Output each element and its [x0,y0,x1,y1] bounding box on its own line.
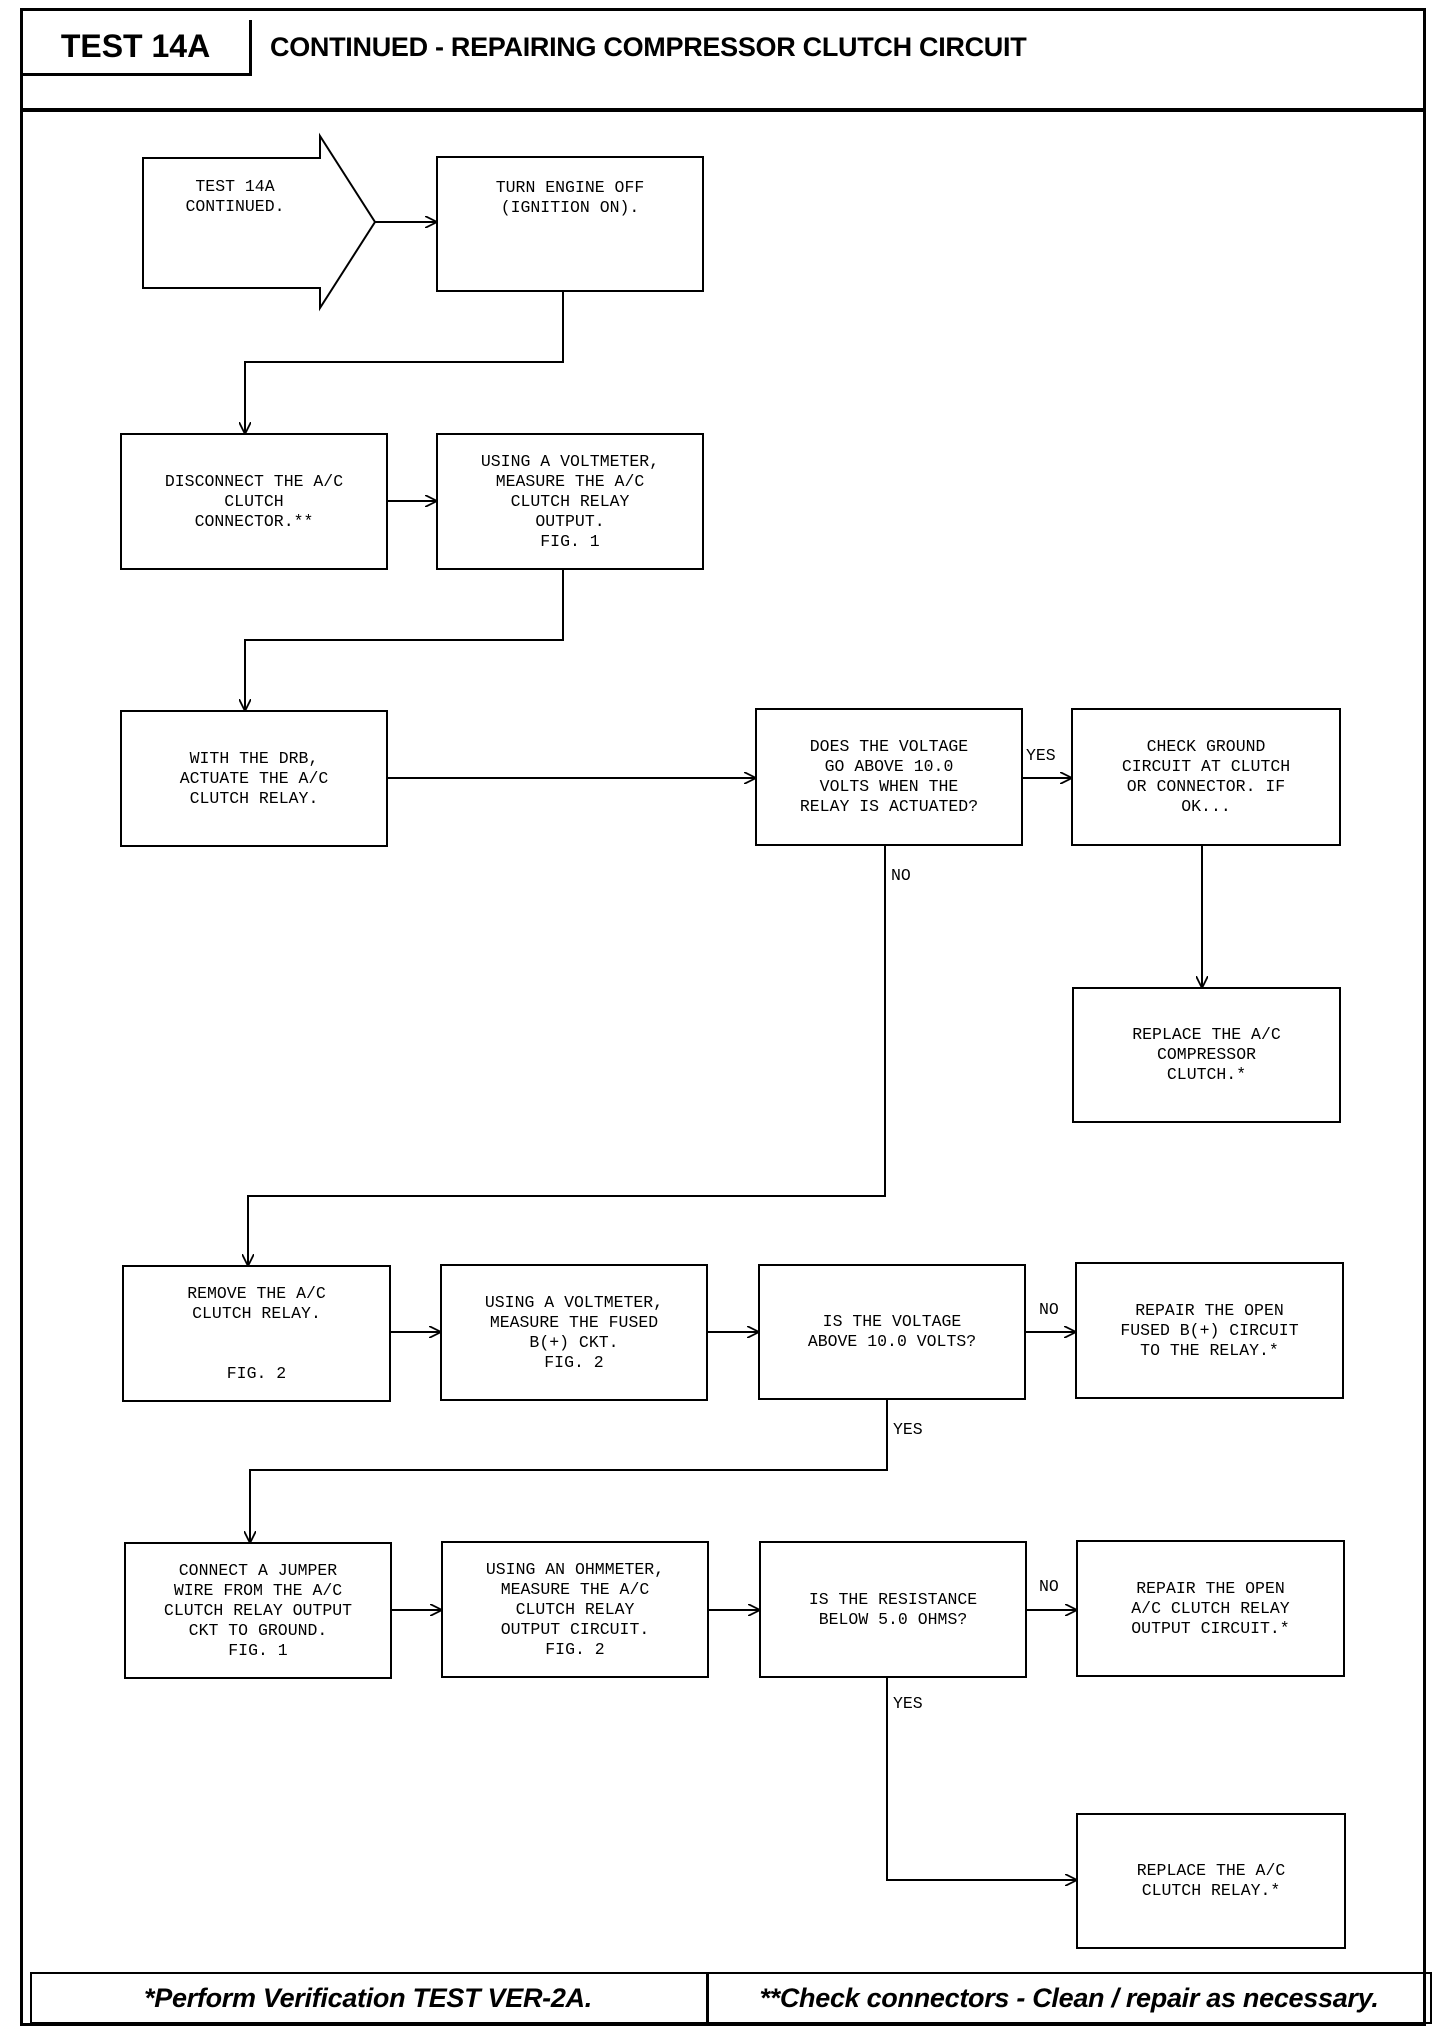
replace-relay-box: REPLACE THE A/C CLUTCH RELAY.* [1076,1813,1346,1949]
page-title: CONTINUED - REPAIRING COMPRESSOR CLUTCH … [270,31,1027,62]
edge-label-yes: YES [1026,746,1056,765]
question-voltage-actuated: DOES THE VOLTAGE GO ABOVE 10.0 VOLTS WHE… [755,708,1023,846]
question-resistance: IS THE RESISTANCE BELOW 5.0 OHMS? [759,1541,1027,1678]
footer-connector-note: **Check connectors - Clean / repair as n… [759,1982,1379,2013]
connect-jumper-box: CONNECT A JUMPER WIRE FROM THE A/C CLUTC… [124,1542,392,1679]
start-arrow-shape [142,132,377,312]
footer-frame [30,1972,1432,2024]
check-ground-box: CHECK GROUND CIRCUIT AT CLUTCH OR CONNEC… [1071,708,1341,846]
start-label: TEST 14A CONTINUED. [185,177,285,216]
repair-fused-box: REPAIR THE OPEN FUSED B(+) CIRCUIT TO TH… [1075,1262,1344,1399]
test-id-label: TEST 14A [22,20,252,76]
turn-engine-off-box: TURN ENGINE OFF (IGNITION ON). [436,156,704,292]
footer-divider [706,1972,709,2024]
measure-relay-output-box: USING A VOLTMETER, MEASURE THE A/C CLUTC… [436,433,704,570]
body-frame [20,108,1426,2026]
remove-relay-box: REMOVE THE A/C CLUTCH RELAY. FIG. 2 [122,1265,391,1402]
measure-fused-box: USING A VOLTMETER, MEASURE THE FUSED B(+… [440,1264,708,1401]
question-voltage-above: IS THE VOLTAGE ABOVE 10.0 VOLTS? [758,1264,1026,1400]
edge-label-yes: YES [893,1694,923,1713]
edge-label-no: NO [891,866,911,885]
footer-verification-note: *Perform Verification TEST VER-2A. [144,1982,592,2013]
replace-clutch-box: REPLACE THE A/C COMPRESSOR CLUTCH.* [1072,987,1341,1123]
actuate-relay-box: WITH THE DRB, ACTUATE THE A/C CLUTCH REL… [120,710,388,847]
disconnect-connector-box: DISCONNECT THE A/C CLUTCH CONNECTOR.** [120,433,388,570]
edge-label-no: NO [1039,1577,1059,1596]
edge-label-no: NO [1039,1300,1059,1319]
measure-ohm-box: USING AN OHMMETER, MEASURE THE A/C CLUTC… [441,1541,709,1678]
edge-label-yes: YES [893,1420,923,1439]
repair-output-box: REPAIR THE OPEN A/C CLUTCH RELAY OUTPUT … [1076,1540,1345,1677]
